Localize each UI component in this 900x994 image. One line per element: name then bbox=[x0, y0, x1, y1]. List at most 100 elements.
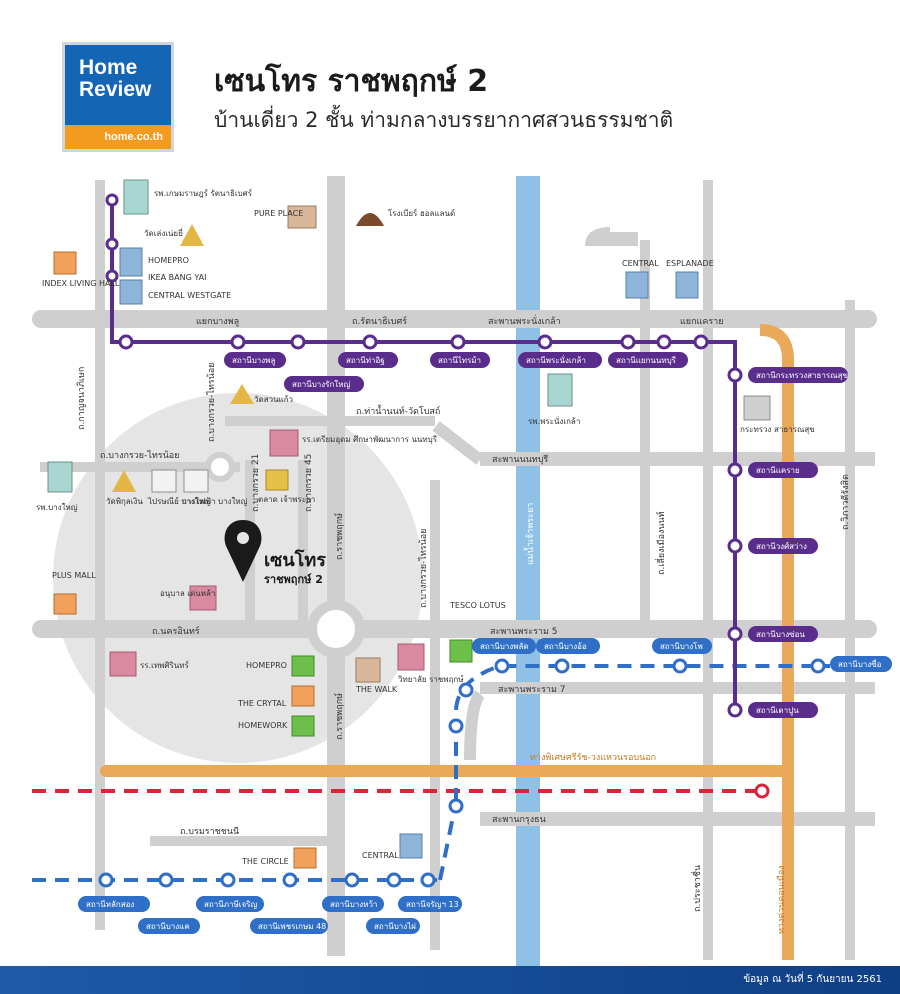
station-label: สถานีบางแค bbox=[146, 922, 190, 931]
landmark-label: HOMEPRO bbox=[246, 661, 287, 670]
road-label: สะพานพระราม 5 bbox=[490, 627, 557, 637]
station-badge bbox=[536, 638, 600, 654]
station-badge bbox=[748, 367, 848, 383]
station-label: สถานีบางโพ bbox=[660, 641, 703, 651]
landmark-label: อนุบาล เด่นหล้า bbox=[160, 589, 215, 598]
station-label: สถานีบางพลัด bbox=[480, 642, 529, 651]
store-icon bbox=[53, 251, 77, 275]
station-label: สถานีบางซ่อน bbox=[756, 630, 805, 639]
purple-line-nodes bbox=[105, 193, 743, 718]
page-subtitle: บ้านเดี่ยว 2 ชั้น ท่ามกลางบรรยากาศสวนธรร… bbox=[214, 108, 674, 132]
station-badge bbox=[748, 626, 818, 642]
temple-icon bbox=[230, 384, 254, 404]
road-label: ถ.กาญจนาภิเษก bbox=[76, 367, 87, 430]
building-icon bbox=[119, 279, 143, 305]
road-label: ถ.ท่าน้ำนนท์-วัดโบสถ์ bbox=[356, 404, 440, 417]
station-label: สถานีกระทรวงสาธารณสุข bbox=[756, 371, 848, 380]
station-label: สถานีแคราย bbox=[756, 466, 800, 475]
road-label: สะพานกรุงธน bbox=[492, 815, 546, 825]
station-label: สถานีไทรม้า bbox=[438, 356, 481, 365]
hospital-icon bbox=[123, 179, 149, 215]
mall-icon bbox=[625, 271, 649, 299]
page-title: เซนโทร ราชพฤกษ์ 2 bbox=[214, 64, 489, 99]
landmark-label: รพ.พระนั่งเกล้า bbox=[528, 415, 580, 426]
station-label: สถานีท่าอิฐ bbox=[346, 356, 385, 365]
college-icon bbox=[397, 643, 425, 671]
road-label: ถ.บางกรวย 21 bbox=[251, 454, 261, 512]
station-badge bbox=[338, 352, 398, 368]
temple-icon bbox=[112, 470, 136, 492]
station-label: สถานีบางหว้า bbox=[330, 900, 377, 909]
store-icon bbox=[291, 715, 315, 737]
landmark-label: CENTRAL bbox=[622, 259, 659, 268]
road-label: ถ.นครอินทร์ bbox=[152, 625, 200, 637]
station-label: สถานีพระนั่งเกล้า bbox=[526, 354, 586, 365]
landmark-label: วิทยาลัย ราชพฤกษ์ bbox=[397, 674, 463, 684]
roads bbox=[32, 176, 877, 960]
ministry-icon bbox=[743, 395, 771, 421]
school-icon bbox=[189, 585, 217, 611]
landmark-label: การไฟฟ้า บางใหญ่ bbox=[182, 497, 248, 506]
landmark-label: รร.เทพศิรินทร์ bbox=[140, 660, 190, 670]
chao-phraya-river bbox=[516, 176, 540, 966]
road-label: ถ.บางกรวย-ไทรน้อย bbox=[418, 529, 429, 608]
station-label: สถานีบางซื่อ bbox=[838, 658, 882, 669]
station-badge bbox=[472, 638, 536, 654]
store-icon bbox=[449, 639, 473, 663]
landmark-label: HOMEWORK bbox=[238, 721, 288, 730]
landmark-label: ไปรษณีย์ บางใหญ่ bbox=[147, 496, 211, 506]
road-label: ถ.บางกรวย-ไทรน้อย bbox=[206, 363, 217, 442]
home-review-logo: Home Review home.co.th bbox=[62, 42, 174, 152]
project-name-line2: ราชพฤกษ์ 2 bbox=[264, 573, 323, 586]
station-badge bbox=[224, 352, 286, 368]
market-icon bbox=[265, 469, 289, 491]
landmark-label: รร.เตรียมอุดม ศึกษาพัฒนาการ นนทบุรี bbox=[302, 435, 438, 444]
station-badge bbox=[398, 896, 462, 912]
road-label: สะพานนนทบุรี bbox=[492, 454, 548, 465]
building-icon bbox=[119, 247, 143, 277]
store-icon bbox=[291, 655, 315, 677]
road-label: ถ.รัตนาธิเบศร์ bbox=[352, 315, 407, 327]
road-label: ถ.บางกรวย 45 bbox=[304, 454, 314, 512]
temple-icon bbox=[180, 224, 204, 246]
road-label: ถ.ประชาชื่น bbox=[690, 865, 703, 912]
station-badge bbox=[430, 352, 490, 368]
landmark-label: รพ.บางใหญ่ bbox=[36, 503, 78, 512]
landmark-label: TESCO LOTUS bbox=[449, 601, 506, 610]
station-label: สถานีเพชรเกษม 48 bbox=[258, 922, 326, 931]
station-badge bbox=[608, 352, 688, 368]
road-label: ทางพิเศษศรีรัช-วงแหวนรอบนอก bbox=[530, 752, 656, 763]
mall-icon bbox=[53, 593, 77, 615]
station-badge bbox=[366, 918, 420, 934]
landmark-label: PURE PLACE bbox=[254, 209, 303, 218]
blue-line-nodes bbox=[98, 658, 826, 888]
landmark-label: HOMEPRO bbox=[148, 256, 189, 265]
station-label: สถานีเตาปูน bbox=[756, 706, 799, 716]
station-badge bbox=[196, 896, 264, 912]
hospital-icon bbox=[47, 461, 73, 493]
station-label: สถานีบางพลู bbox=[232, 356, 275, 366]
road-label: ทางด่วนดอนเมือง bbox=[776, 865, 787, 934]
station-label: สถานีบางอ้อ bbox=[544, 642, 587, 651]
don-mueang-tollway bbox=[759, 324, 794, 960]
store-icon bbox=[291, 685, 315, 707]
station-badge bbox=[748, 462, 818, 478]
mall-icon bbox=[293, 847, 317, 869]
landmark-label: THE WALK bbox=[355, 685, 398, 694]
station-badge bbox=[748, 702, 818, 718]
station-badge bbox=[652, 638, 712, 654]
landmark-label: ตลาด เจ้าพระยา bbox=[258, 495, 315, 504]
landmark-label: CENTRAL bbox=[362, 851, 399, 860]
brewery-icon bbox=[356, 213, 384, 226]
road-label: ถ.บางกรวย-ไทรน้อย bbox=[100, 450, 179, 461]
mall-icon bbox=[355, 657, 381, 683]
station-badge bbox=[138, 918, 200, 934]
footer-bar: ข้อมูล ณ วันที่ 5 กันยายน 2561 bbox=[0, 966, 900, 994]
landmark-label: THE CRYTAL bbox=[237, 699, 287, 708]
landmark-label: โรงเบียร์ ฮอลแลนด์ bbox=[388, 208, 455, 218]
mall-icon bbox=[675, 271, 699, 299]
logo-line1: Home bbox=[79, 56, 138, 79]
road-label: ถ.วิภาวดีรังสิต bbox=[840, 474, 851, 530]
landmark-label: กระทรวง สาธารณสุข bbox=[740, 425, 815, 434]
road-label: แยกบางพลู bbox=[196, 317, 239, 327]
